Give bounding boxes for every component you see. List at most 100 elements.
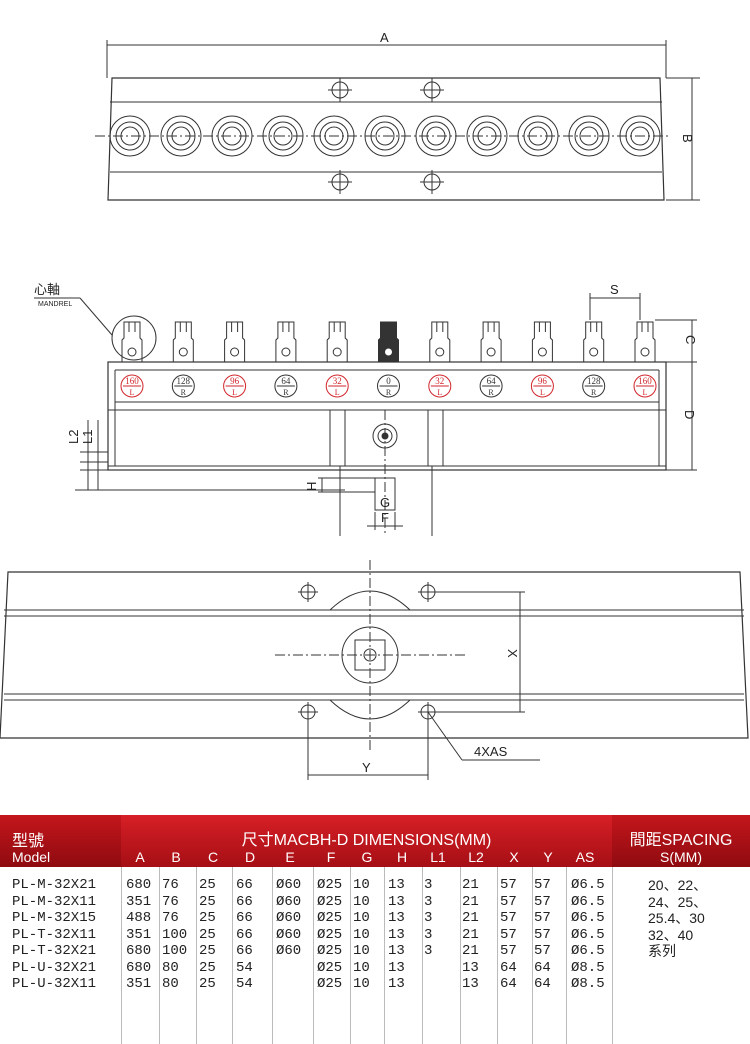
- value-cell: 13: [388, 926, 405, 943]
- side-view: 心軸 MANDREL S C D L2 L1: [34, 282, 698, 536]
- header-spacing: 間距SPACING S(MM): [612, 815, 750, 867]
- column-divider: [612, 867, 613, 1044]
- spindle-icon: [224, 321, 246, 363]
- spindle-icon: [275, 321, 297, 363]
- marker-side: L: [130, 388, 135, 397]
- value-cell: Ø6.5: [571, 893, 605, 910]
- value-cell: 64: [500, 959, 517, 976]
- value-cell: 64: [500, 976, 517, 992]
- value-cell: 25: [199, 976, 216, 992]
- marker-number: 96: [538, 376, 548, 386]
- value-cell: Ø6.5: [571, 877, 605, 893]
- value-cell: 13: [388, 877, 405, 893]
- bushing-icon: [313, 115, 355, 157]
- column-header: L1: [430, 849, 446, 865]
- mount-hole-icon: [420, 78, 444, 102]
- mount-hole-icon: [328, 78, 352, 102]
- value-cell: 680: [126, 877, 152, 893]
- marker-side: R: [386, 388, 392, 397]
- header-model-en: Model: [12, 849, 51, 865]
- marker-number: 128: [587, 376, 601, 386]
- marker-side: L: [232, 388, 237, 397]
- value-cell: 57: [500, 893, 517, 910]
- value-cell: Ø25: [317, 959, 343, 976]
- marker-side: R: [283, 388, 289, 397]
- dim-a-label: A: [380, 30, 389, 45]
- value-cell: 25: [199, 926, 216, 943]
- value-cell: 25: [199, 943, 216, 959]
- top-view: A B: [95, 30, 700, 201]
- value-cell: 3: [424, 943, 433, 959]
- column-header: B: [171, 849, 181, 865]
- dim-h-label: H: [304, 482, 319, 491]
- spacing-marker: 64R: [274, 374, 298, 398]
- spindle-icon: [429, 321, 451, 363]
- value-cell: Ø60: [276, 877, 302, 893]
- mount-hole-icon: [328, 170, 352, 194]
- spacing-marker: 32L: [428, 374, 452, 398]
- header-model-zh: 型號: [12, 833, 45, 850]
- dim-as-label: 4XAS: [474, 744, 508, 759]
- dim-g-label: G: [380, 495, 390, 510]
- dim-l1-label: L1: [80, 430, 95, 444]
- value-cell: Ø6.5: [571, 926, 605, 943]
- value-cell: 57: [534, 943, 551, 959]
- value-cell: Ø8.5: [571, 959, 605, 976]
- model-cell: PL-M-32X11: [12, 893, 97, 910]
- value-cell: 57: [534, 910, 551, 926]
- value-cell: 80: [162, 976, 179, 992]
- column-divider: [532, 867, 533, 1044]
- marker-side: L: [437, 388, 442, 397]
- column-header: G: [361, 849, 373, 865]
- header-model: 型號 Model: [0, 815, 121, 867]
- column-header: F: [326, 849, 336, 865]
- model-cell: PL-U-32X11: [12, 976, 97, 992]
- spacing-marker: 96L: [530, 374, 554, 398]
- column-divider: [350, 867, 351, 1044]
- dim-s-label: S: [610, 282, 619, 297]
- value-cell: 10: [353, 976, 370, 992]
- value-cell: Ø25: [317, 976, 343, 992]
- mandrel-label-en: MANDREL: [38, 301, 72, 308]
- value-cell: 25: [199, 959, 216, 976]
- dim-l2-label: L2: [66, 430, 81, 444]
- model-cell: PL-M-32X15: [12, 910, 97, 926]
- value-cell: 21: [462, 877, 479, 893]
- value-cell: 66: [236, 893, 253, 910]
- dim-f-label: F: [381, 510, 389, 525]
- value-cell: 680: [126, 943, 152, 959]
- marker-side: L: [540, 388, 545, 397]
- value-cell: 66: [236, 877, 253, 893]
- technical-drawing: A B 心軸 MANDREL S C D: [0, 30, 749, 780]
- model-cell: PL-U-32X21: [12, 959, 97, 976]
- value-cell: 13: [462, 959, 479, 976]
- value-cell: 57: [500, 943, 517, 959]
- bushing-icon: [517, 115, 559, 157]
- value-cell: 13: [388, 976, 405, 992]
- value-cell: 54: [236, 976, 253, 992]
- value-cell: 13: [388, 910, 405, 926]
- spindle-icon: [634, 321, 656, 363]
- column-header: AS: [575, 849, 595, 865]
- marker-number: 32: [435, 376, 444, 386]
- value-cell: 25: [199, 893, 216, 910]
- value-cell: Ø8.5: [571, 976, 605, 992]
- column-divider: [232, 867, 233, 1044]
- value-cell: 100: [162, 926, 188, 943]
- value-cell: 488: [126, 910, 152, 926]
- value-cell: 351: [126, 926, 152, 943]
- value-cell: 80: [162, 959, 179, 976]
- value-cell: Ø25: [317, 877, 343, 893]
- bushing-icon: [415, 115, 457, 157]
- value-cell: 21: [462, 893, 479, 910]
- value-cell: 64: [534, 976, 551, 992]
- column-header: Y: [543, 849, 553, 865]
